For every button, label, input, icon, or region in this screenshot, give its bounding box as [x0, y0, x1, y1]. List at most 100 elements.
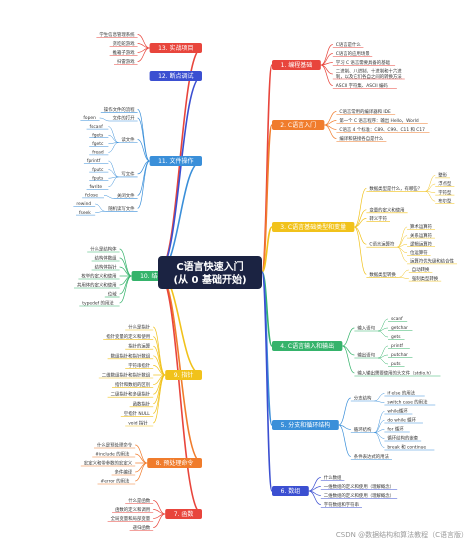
sub-leaf-node[interactable]: fscanf [86, 124, 109, 130]
sub-leaf-node[interactable]: 运算符优先级和结合性 [407, 258, 458, 265]
branch-node[interactable]: 12. 断点调试 [149, 71, 202, 81]
leaf-node[interactable]: 二维数组指针和指针数组 [98, 372, 154, 379]
leaf-node[interactable]: 什么是指针 [125, 324, 154, 331]
leaf-node[interactable]: 数组指针和指针数组 [107, 352, 154, 359]
leaf-node[interactable]: 结构体指针 [91, 264, 120, 271]
leaf-node[interactable]: 操作文件的流程 [100, 106, 138, 113]
leaf-node[interactable]: 空指针 NULL [120, 410, 154, 417]
sub-leaf-node[interactable]: getchar [388, 325, 413, 331]
sub-leaf-node[interactable]: printf [388, 343, 410, 349]
sub-leaf-node[interactable]: fprintf [83, 158, 109, 164]
branch-node[interactable]: 5. 分支和循环结构 [272, 420, 339, 430]
sub-leaf-node[interactable]: 逻辑运算符 [407, 240, 436, 247]
sub-leaf-node[interactable]: puts [388, 361, 405, 367]
branch-node[interactable]: 3. C语言基础类型和变量 [272, 222, 355, 232]
sub-leaf-node[interactable]: if else 的用法 [384, 390, 425, 397]
leaf-node[interactable]: 枚举的定义和使用 [78, 273, 120, 280]
sub-leaf-node[interactable]: 位运算符 [407, 249, 431, 256]
sub-leaf-node[interactable]: 强制类型转换 [408, 275, 442, 282]
leaf-node[interactable]: 字符串指针 [125, 362, 154, 369]
sub-leaf-node[interactable]: putchar [388, 352, 413, 358]
sub-leaf-node[interactable]: rewind [73, 201, 96, 207]
leaf-node[interactable]: 什么是结构体 [87, 246, 120, 253]
leaf-node[interactable]: 输出语句 [354, 352, 378, 359]
leaf-node[interactable]: 位域 [104, 291, 120, 298]
leaf-node[interactable]: 输入语句 [354, 325, 378, 332]
leaf-node[interactable]: C语言 4 个标准：C89、C99、C11 和 C17 [336, 126, 430, 133]
sub-leaf-node[interactable]: 算术运算符 [407, 223, 436, 230]
leaf-node[interactable]: 第一个 C 语言程序：输出 Hello，World [336, 117, 428, 124]
leaf-node[interactable]: 函数指针 [129, 400, 154, 407]
branch-node[interactable]: 11. 文件操作 [149, 156, 202, 166]
leaf-node[interactable]: 二级指针和多级指针 [107, 391, 154, 398]
sub-leaf-node[interactable]: fgets [89, 132, 109, 138]
branch-node[interactable]: 4. C语言输入和输出 [272, 341, 343, 351]
sub-leaf-node[interactable]: fseek [76, 210, 96, 216]
sub-leaf-node[interactable]: fopen [80, 115, 100, 121]
leaf-node[interactable]: ASCII 字符集、ASCII 编码 [332, 82, 397, 89]
leaf-node[interactable]: 指针和数组的区别 [112, 381, 154, 388]
leaf-node[interactable]: 变量的定义和使用 [366, 206, 408, 213]
leaf-node[interactable]: 学生信息管理系统 [96, 31, 138, 38]
sub-leaf-node[interactable]: fread [89, 150, 109, 156]
branch-node[interactable]: 2. C语言入门 [272, 120, 325, 130]
leaf-node[interactable]: 字符数组和字符串 [320, 501, 362, 508]
leaf-node[interactable]: 宏定义和带参数的宏定义 [80, 460, 136, 467]
sub-leaf-node[interactable]: scanf [388, 316, 408, 322]
sub-leaf-node[interactable]: fputs [89, 175, 109, 181]
leaf-node[interactable]: 条件编译 [111, 469, 136, 476]
leaf-node[interactable]: C语言的应用场景 [332, 50, 373, 57]
leaf-node[interactable]: 一维数组的定义和使用（理解概念） [320, 483, 398, 490]
leaf-node[interactable]: 分支结构 [350, 395, 375, 402]
sub-leaf-node[interactable]: 整形 [435, 172, 450, 179]
leaf-node[interactable]: 数据类型转换 [366, 271, 399, 278]
root-node[interactable]: C语言快速入门 (从 0 基础开始) [158, 256, 262, 289]
sub-leaf-node[interactable]: 循环结构的嵌套 [384, 435, 422, 442]
leaf-node[interactable]: C语言常用的编译器和 IDE [336, 108, 396, 115]
leaf-node[interactable]: 扫雷游戏 [114, 58, 138, 65]
sub-leaf-node[interactable]: fclose [82, 193, 104, 199]
leaf-node[interactable]: 学习 C 语言需要具备的基础 [332, 59, 396, 66]
sub-leaf-node[interactable]: 关系运算符 [407, 232, 436, 239]
leaf-node[interactable]: 条件表达式的用法 [350, 453, 392, 460]
leaf-node[interactable]: 函数的定义和调用 [112, 506, 154, 513]
leaf-node[interactable]: C语言是什么 [332, 41, 364, 48]
leaf-node[interactable]: 指针变量的定义和使用 [103, 333, 154, 340]
branch-node[interactable]: 9. 指针 [165, 370, 202, 380]
branch-node[interactable]: 1. 编程基础 [272, 60, 321, 70]
leaf-node[interactable]: 数据类型是什么，有哪些？ [366, 185, 426, 192]
leaf-node[interactable]: 循环结构 [350, 426, 375, 433]
leaf-node[interactable]: void 指针 [125, 420, 154, 427]
sub-leaf-node[interactable]: for 循环 [384, 426, 410, 433]
leaf-node[interactable]: #include 的用法 [92, 451, 136, 458]
leaf-node[interactable]: 二维数组的定义和使用（理解概念） [320, 492, 398, 499]
leaf-node[interactable]: typedef 的用法 [79, 300, 120, 307]
sub-leaf-node[interactable]: fputc [89, 167, 109, 173]
branch-node[interactable]: 8. 预处理命令 [147, 458, 202, 468]
sub-leaf-node[interactable]: fgetc [89, 141, 109, 147]
sub-leaf-node[interactable]: 布尔型 [435, 197, 455, 204]
sub-leaf-node[interactable]: break 和 continue [384, 444, 435, 451]
leaf-node[interactable]: 编译和链接各自是什么 [336, 135, 387, 142]
leaf-node[interactable]: 随机读写文件 [105, 205, 138, 212]
leaf-node[interactable]: 写文件 [118, 170, 138, 177]
leaf-node[interactable]: 什么数组 [320, 474, 345, 481]
sub-leaf-node[interactable]: gets [388, 334, 405, 340]
sub-leaf-node[interactable]: 字符型 [435, 189, 455, 196]
leaf-node[interactable]: 关闭文件 [114, 192, 138, 199]
leaf-node[interactable]: 读文件 [118, 136, 138, 143]
sub-leaf-node[interactable]: switch case 的用法 [384, 399, 436, 406]
leaf-node[interactable]: 结构体数组 [91, 255, 120, 262]
leaf-node[interactable]: 输入输出需要使用的头文件（stdio.h） [354, 370, 441, 377]
leaf-node[interactable]: 什么是预处理命令 [94, 442, 136, 449]
leaf-node[interactable]: 共用体的定义和使用 [74, 282, 120, 289]
leaf-node[interactable]: 转义字符 [366, 215, 390, 222]
leaf-node[interactable]: 全局变量和局部变量 [107, 515, 154, 522]
leaf-node[interactable]: 递归函数 [129, 524, 154, 531]
leaf-node[interactable]: C语言运算符 [366, 241, 398, 248]
sub-leaf-node[interactable]: 自动转换 [408, 266, 433, 273]
branch-node[interactable]: 13. 实战项目 [149, 43, 202, 53]
sub-leaf-node[interactable]: fwrite [86, 184, 109, 190]
leaf-node[interactable]: #error 的用法 [97, 478, 136, 485]
